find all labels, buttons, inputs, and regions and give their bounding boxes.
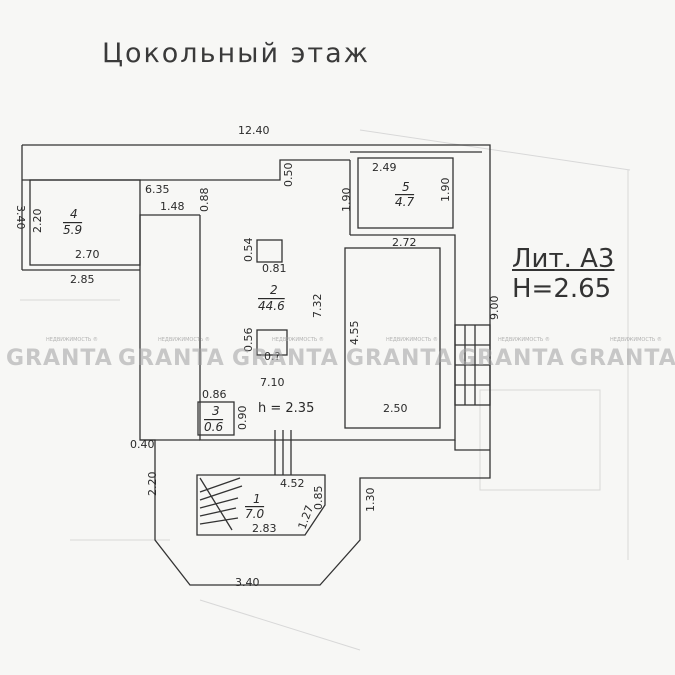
room-4-number: 4 [70,207,78,221]
plan-title: Цокольный этаж [102,38,370,69]
dim-1-27: 1.27 [296,504,317,531]
dim-0-54: 0.54 [242,238,255,263]
dim-1-90-right: 1.90 [439,178,452,203]
dim-0-81: 0.81 [262,262,287,275]
room-3-number: 3 [212,404,220,418]
dim-4-55: 4.55 [348,321,361,346]
dimension-labels: 12.40 6.35 0.50 3.40 2.20 2.70 2.85 1.48… [14,124,501,589]
building-label: Лит. А3 Н=2.65 [512,244,614,304]
room-5-area: 4.7 [395,195,414,209]
room-4-area: 5.9 [63,223,82,237]
dim-2-20-left: 2.20 [31,209,44,234]
background-ghost-lines [20,129,631,651]
dim-7-32: 7.32 [311,294,324,319]
dim-4-52: 4.52 [280,477,305,490]
dim-2-72: 2.72 [392,236,417,249]
dim-0-88: 0.88 [198,188,211,213]
room-1-area: 7.0 [245,507,264,521]
building-height: Н=2.65 [512,274,612,304]
dim-2-20-bottom: 2.20 [146,472,159,497]
dim-0-partial: 0.? [264,350,280,363]
dim-3-40-left: 3.40 [14,205,27,230]
dim-0-90: 0.90 [236,406,249,431]
room-5-number: 5 [402,180,410,194]
dim-1-90-left: 1.90 [340,188,353,213]
dim-2-85: 2.85 [70,273,95,286]
dim-1-30: 1.30 [364,488,377,513]
room-3-area: 0.6 [204,420,223,434]
dim-0-50: 0.50 [282,163,295,188]
room-1-number: 1 [253,492,261,506]
dim-0-86: 0.86 [202,388,227,401]
ceiling-height: h = 2.35 [258,401,314,416]
room-2-number: 2 [270,283,278,297]
plan-walls [21,144,491,586]
dim-0-40: 0.40 [130,438,155,451]
dim-2-50: 2.50 [383,402,408,415]
dim-2-83: 2.83 [252,522,277,535]
dim-2-70: 2.70 [75,248,100,261]
dim-0-85: 0.85 [312,486,325,511]
room-labels: 4 5.9 5 4.7 2 44.6 3 0.6 1 7.0 [63,180,414,521]
dim-3-40-bottom: 3.40 [235,576,260,589]
room-2-area: 44.6 [258,299,285,313]
dim-9-00: 9.00 [488,296,501,321]
dim-6-35: 6.35 [145,183,170,196]
building-letter: Лит. А3 [512,244,615,274]
dim-2-49: 2.49 [372,161,397,174]
dim-7-10: 7.10 [260,376,285,389]
dim-1-48: 1.48 [160,200,185,213]
dim-12-40: 12.40 [238,124,270,137]
dim-0-56: 0.56 [242,328,255,353]
